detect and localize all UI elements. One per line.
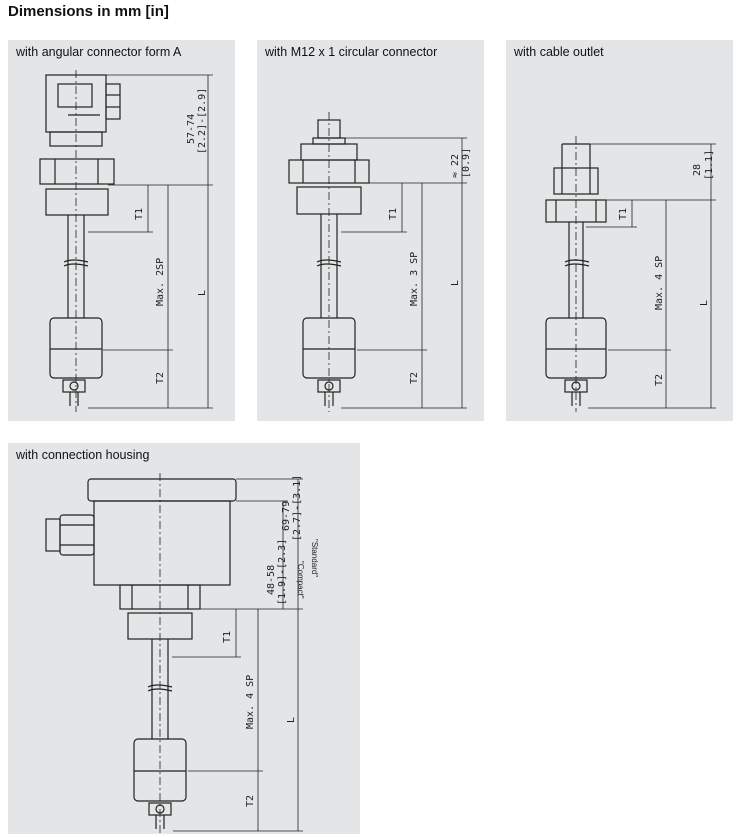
dim-max: Max. 4 SP: [245, 675, 256, 729]
dim-l: L: [699, 300, 710, 306]
dim-t1: T1: [134, 208, 145, 220]
dim-t2: T2: [155, 372, 166, 384]
cable-outlet-drawing: 28 [1.1] T1 Max. 4 SP T2 L: [545, 136, 716, 412]
dim-compact: 48-58: [266, 565, 277, 595]
label-compact: "Compact": [296, 561, 305, 599]
dim-l: L: [450, 280, 461, 286]
panel-m12-connector: with M12 x 1 circular connector: [257, 40, 484, 421]
dim-top-inch: [1.1]: [704, 150, 715, 180]
panel-connection-housing: with connection housing: [8, 443, 360, 834]
connection-housing-drawing: 69-79 [2.7]-[3.1] "Standard" 48-58 [1.9]…: [45, 473, 319, 833]
dim-max: Max. 3 SP: [409, 252, 420, 306]
label-standard: "Standard": [310, 539, 319, 577]
m12-connector-drawing: ≈ 22 [0.9] T1 Max. 3 SP T2 L: [288, 112, 472, 412]
dim-top-inch: [0.9]: [461, 148, 472, 178]
dim-standard-inch: [2.7]-[3.1]: [292, 475, 303, 541]
dim-standard: 69-79: [281, 501, 292, 531]
panel-title: with connection housing: [16, 448, 150, 462]
dim-t1: T1: [618, 208, 629, 220]
dim-max: Max. 4 SP: [654, 256, 665, 310]
dim-t2: T2: [409, 372, 420, 384]
dim-t2: T2: [245, 795, 256, 807]
dim-top: 57-74: [186, 114, 197, 144]
panel-title: with M12 x 1 circular connector: [265, 45, 438, 59]
dim-top-inch: [2.2]-[2.9]: [197, 88, 208, 154]
dim-max: Max. 2SP: [155, 258, 166, 306]
dim-top: ≈ 22: [450, 154, 461, 178]
dim-l: L: [197, 290, 208, 296]
panel-title: with angular connector form A: [16, 45, 182, 59]
panel-cable-outlet: with cable outlet 28 [1.: [506, 40, 733, 421]
page-title: Dimensions in mm [in]: [8, 3, 169, 20]
angular-connector-drawing: 57-74 [2.2]-[2.9] T1 Max. 2SP T2 L: [39, 70, 213, 412]
dim-compact-inch: [1.9]-[2.3]: [277, 539, 288, 605]
dim-t2: T2: [654, 374, 665, 386]
panel-angular-connector: with angular connector form A: [8, 40, 235, 421]
dim-l: L: [286, 717, 297, 723]
dim-t1: T1: [388, 208, 399, 220]
dim-t1: T1: [222, 631, 233, 643]
dim-top: 28: [692, 164, 703, 176]
panel-title: with cable outlet: [514, 45, 604, 59]
